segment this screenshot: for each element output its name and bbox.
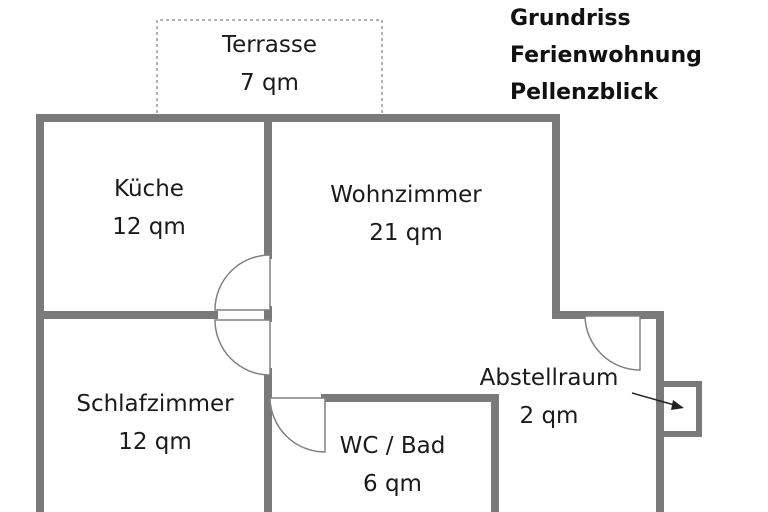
door-bedroom <box>214 319 271 376</box>
doors <box>214 254 641 453</box>
plan-title-line-2: Ferienwohnung <box>510 43 702 68</box>
door-bathroom <box>269 397 326 453</box>
room-schlafzimmer-name: Schlafzimmer <box>76 391 234 417</box>
room-schlafzimmer-area: 12 qm <box>118 429 192 455</box>
room-wc-bad-name: WC / Bad <box>339 433 446 459</box>
room-abstellraum: Abstellraum 2 qm <box>459 359 639 435</box>
room-wohnzimmer-area: 21 qm <box>369 220 443 246</box>
room-wohnzimmer: Wohnzimmer 21 qm <box>286 176 526 252</box>
room-schlafzimmer: Schlafzimmer 12 qm <box>44 385 266 461</box>
room-abstellraum-area: 2 qm <box>519 403 579 429</box>
closet-pointer <box>631 392 684 410</box>
door-storage <box>584 315 641 371</box>
room-kueche-area: 12 qm <box>112 214 186 240</box>
plan-title-line-3: Pellenzblick <box>510 80 659 105</box>
room-terrasse: Terrasse 7 qm <box>157 26 382 102</box>
storage-closet <box>657 381 702 437</box>
walls <box>36 114 702 512</box>
outer-wall <box>36 114 664 512</box>
room-wohnzimmer-name: Wohnzimmer <box>330 182 482 208</box>
room-kueche-name: Küche <box>114 176 184 202</box>
room-wc-bad-area: 6 qm <box>363 471 422 497</box>
room-terrasse-name: Terrasse <box>221 32 317 58</box>
door-kitchen <box>214 254 271 311</box>
room-kueche: Küche 12 qm <box>44 170 254 246</box>
room-wc-bad: WC / Bad 6 qm <box>310 427 475 503</box>
room-terrasse-area: 7 qm <box>240 70 299 96</box>
terrace-outline <box>156 19 383 113</box>
room-abstellraum-name: Abstellraum <box>479 365 619 391</box>
plan-title-line-1: Grundriss <box>510 6 631 31</box>
